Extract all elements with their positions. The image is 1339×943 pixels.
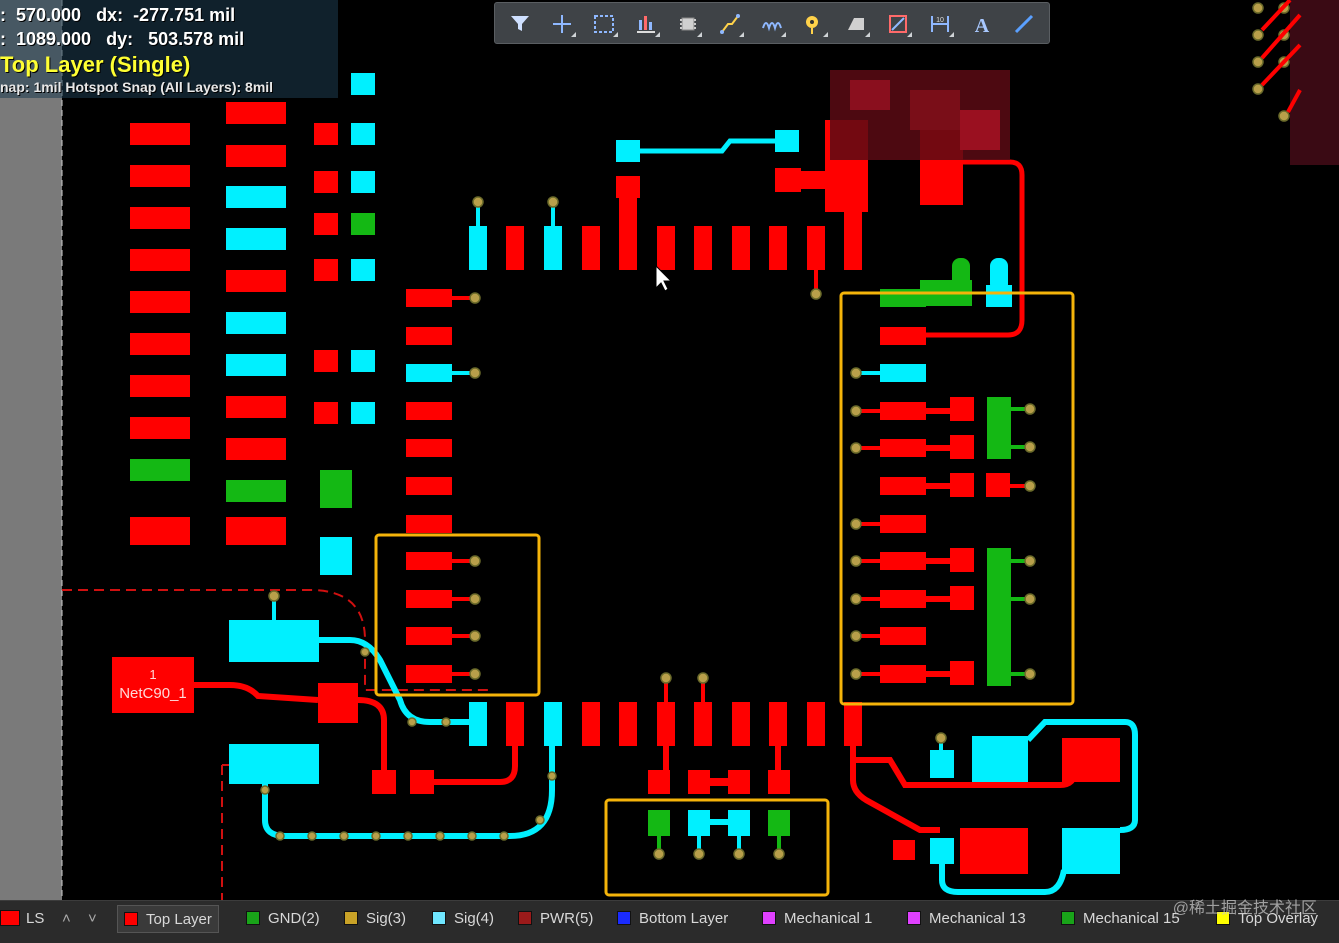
tab-bottom-layer[interactable]: Bottom Layer — [617, 905, 728, 931]
tab-mechanical-13[interactable]: Mechanical 13 — [907, 905, 1026, 931]
select-rect-button[interactable] — [587, 8, 621, 40]
net-label: NetC90_1 — [119, 685, 187, 702]
route-icon — [720, 14, 740, 34]
tab-label: Sig(4) — [454, 909, 495, 927]
small-pad-columns — [314, 73, 375, 575]
polygon-icon — [889, 15, 907, 33]
highlight-boxes — [374, 291, 1075, 897]
vias — [260, 2, 1290, 860]
line-icon — [1014, 14, 1034, 34]
tab-label: Mechanical 15 — [1083, 909, 1180, 927]
tab-mechanical-1[interactable]: Mechanical 1 — [762, 905, 872, 931]
layer-set-button[interactable]: LS — [0, 905, 44, 931]
layer-swatch — [246, 911, 260, 925]
tab-mechanical-15[interactable]: Mechanical 15 — [1061, 905, 1180, 931]
cross-probe-icon — [553, 15, 571, 33]
left-pad-column-2 — [226, 102, 286, 545]
diff-pair-button[interactable] — [755, 8, 789, 40]
layer-swatch — [518, 911, 532, 925]
tab-label: Top Overlay — [1238, 909, 1319, 927]
filter-icon — [511, 16, 529, 31]
sheet-border-panel — [0, 0, 62, 900]
fill-icon — [848, 18, 864, 30]
mouse-cursor-icon — [655, 264, 673, 292]
layer-swatch — [124, 912, 138, 926]
tab-label: Bottom Layer — [639, 909, 729, 927]
tab-sig3[interactable]: Sig(3) — [344, 905, 406, 931]
place-fill-button[interactable] — [839, 8, 873, 40]
layer-swatch — [762, 911, 776, 925]
bottom-right-components — [850, 719, 1138, 895]
layer-set-label: LS — [26, 909, 45, 927]
ic-top-pins — [469, 198, 862, 294]
active-bar-toolbar: 10 A — [494, 2, 1050, 44]
layer-swatch — [1061, 911, 1075, 925]
dimension-button[interactable]: 10 — [923, 8, 957, 40]
hud-snap-info: nap: 1mil Hotspot Snap (All Layers): 8mi… — [0, 79, 274, 95]
coordinate-hud: : 570.000 dx: -277.751 mil : 1089.000 dy… — [0, 0, 338, 98]
scroll-right-button[interactable]: ˅ — [88, 905, 97, 931]
tab-top-layer[interactable]: Top Layer — [117, 905, 219, 933]
tab-pwr5[interactable]: PWR(5) — [518, 905, 593, 931]
layer-set-swatch — [0, 910, 20, 926]
bottom-passives — [648, 746, 790, 854]
highlight-left-pins — [374, 533, 541, 697]
highlight-bottom-passives — [604, 798, 830, 897]
filter-button[interactable] — [503, 8, 537, 40]
layer-swatch — [432, 911, 446, 925]
chevron-down-icon: ˅ — [88, 909, 97, 927]
top-component-traces — [616, 70, 1025, 338]
dimension-icon: 10 — [931, 16, 949, 32]
keepout-outline — [62, 589, 490, 691]
tab-label: PWR(5) — [540, 909, 594, 927]
align-button[interactable] — [629, 8, 663, 40]
scroll-left-button[interactable]: ˄ — [62, 905, 71, 931]
bottom-left-components: 1 NetC90_1 — [112, 596, 555, 839]
layer-swatch — [907, 911, 921, 925]
component-designator: 1 — [149, 667, 156, 682]
select-rect-icon — [594, 15, 614, 33]
svg-text:A: A — [975, 15, 990, 36]
ic-left-pins — [406, 289, 475, 683]
tab-gnd2[interactable]: GND(2) — [246, 905, 320, 931]
layer-swatch — [617, 911, 631, 925]
polygon-pour-button[interactable] — [881, 8, 915, 40]
chevron-up-icon: ˄ — [62, 909, 71, 927]
tab-label: Mechanical 13 — [929, 909, 1026, 927]
layer-swatch — [344, 911, 358, 925]
watermark: @稀土掘金技术社区 — [1172, 900, 1317, 917]
ic-right-pins — [856, 258, 1030, 686]
component-icon — [680, 17, 696, 31]
svg-text:10: 10 — [936, 17, 944, 24]
layer-swatch — [1216, 911, 1230, 925]
layer-tabs-bar: LS ˄ ˅ Top Layer GND(2) Sig(3) Sig(4) PW… — [0, 900, 1339, 943]
left-pad-column-1 — [130, 123, 190, 545]
tab-label: Top Layer — [146, 910, 212, 928]
text-icon: A — [975, 15, 990, 36]
tab-sig4[interactable]: Sig(4) — [432, 905, 494, 931]
highlight-right-pins — [839, 291, 1075, 706]
top-right-traces — [1260, 0, 1339, 165]
place-component-button[interactable] — [671, 8, 705, 40]
hud-coords-x: : 570.000 dx: -277.751 mil — [0, 5, 236, 25]
cross-probe-button[interactable] — [545, 8, 579, 40]
tab-label: GND(2) — [268, 909, 320, 927]
place-text-button[interactable]: A — [965, 8, 999, 40]
hud-current-layer: Top Layer (Single) — [0, 52, 191, 77]
place-line-button[interactable] — [1007, 8, 1041, 40]
chart-icon — [637, 16, 655, 33]
interactive-route-button[interactable] — [713, 8, 747, 40]
place-via-button[interactable] — [797, 8, 831, 40]
tab-label: Mechanical 1 — [784, 909, 873, 927]
tab-top-overlay[interactable]: Top Overlay — [1216, 905, 1318, 931]
tab-label: Sig(3) — [366, 909, 407, 927]
ic-bottom-pins — [469, 678, 862, 746]
diff-pair-icon — [762, 22, 782, 32]
hud-coords-y: : 1089.000 dy: 503.578 mil — [0, 29, 245, 49]
via-icon — [806, 16, 818, 34]
